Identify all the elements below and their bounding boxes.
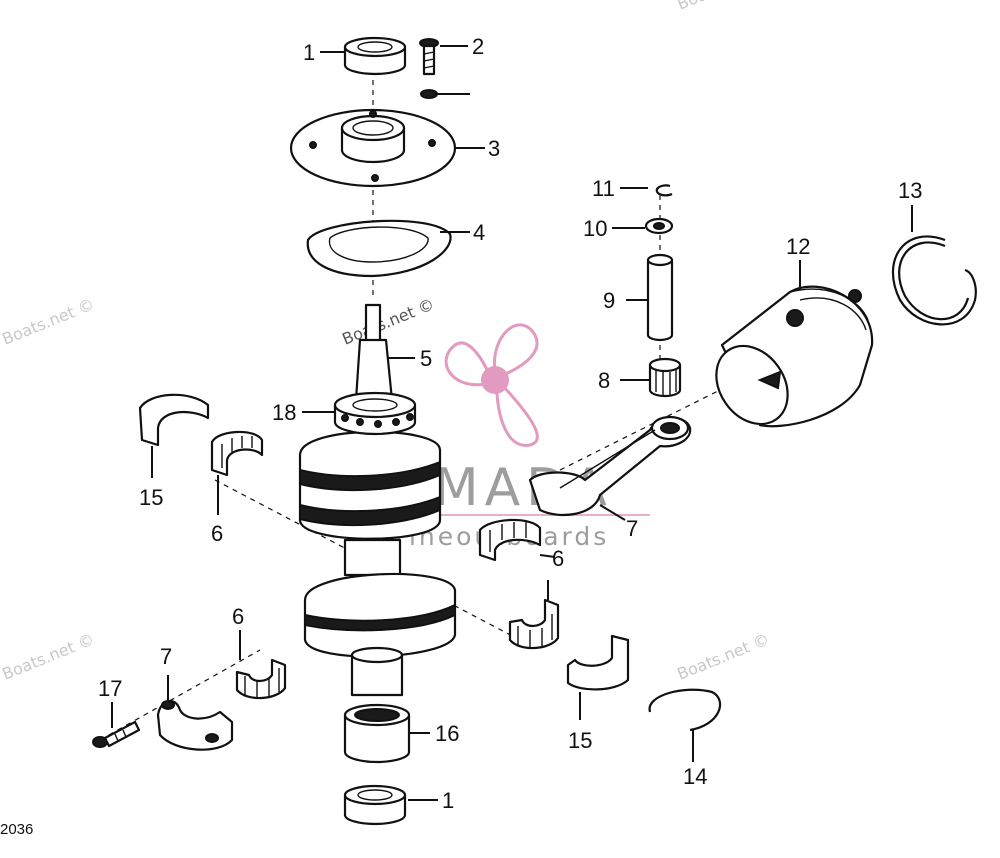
leader-lines (111, 45, 913, 801)
callout-16: 16 (435, 721, 459, 746)
part-piston-ring (891, 235, 977, 326)
callout-6-lower: 6 (232, 604, 244, 629)
callout-12: 12 (786, 234, 810, 259)
part-ball-bearing (333, 391, 417, 436)
part-roller-bearing (343, 703, 411, 764)
callout-15-left: 15 (139, 485, 163, 510)
callout-9: 9 (603, 288, 615, 313)
part-retaining-clip (655, 184, 673, 197)
callout-1-bottom: 1 (442, 788, 454, 813)
figure-number: 2036 (0, 821, 33, 838)
callout-labels: 1 2 3 4 5 18 15 6 11 10 9 8 13 12 7 6 6 … (98, 34, 922, 813)
callout-13: 13 (898, 178, 922, 203)
watermark-site-4: Boats.net © (674, 0, 772, 14)
part-wrist-pin (646, 253, 674, 342)
callout-5: 5 (420, 346, 432, 371)
part-oil-seal-bottom (343, 784, 407, 826)
part-bearing-shell-right (566, 634, 630, 691)
callout-7-rod: 7 (626, 516, 638, 541)
callout-10: 10 (583, 216, 607, 241)
callout-18: 18 (272, 400, 296, 425)
part-piston (715, 285, 874, 428)
callout-6-left: 6 (211, 521, 223, 546)
part-needle-bearing-right (508, 598, 560, 650)
callout-14: 14 (683, 764, 707, 789)
part-cap-screw (92, 720, 141, 748)
part-needle-bearing-small (648, 357, 682, 398)
callout-1-top: 1 (303, 40, 315, 65)
callout-17: 17 (98, 676, 122, 701)
watermark-site-5: Boats.net © (339, 295, 437, 349)
part-connecting-rod (528, 415, 692, 517)
part-crankshaft (298, 303, 457, 697)
part-rod-cap (156, 699, 234, 751)
part-bearing-plate (289, 108, 457, 188)
part-thrust-washer (644, 217, 674, 235)
part-screw (419, 38, 439, 99)
callout-6-middle: 6 (552, 546, 564, 571)
part-oil-seal-top (343, 36, 407, 76)
part-retaining-ring (648, 688, 722, 732)
callout-8: 8 (598, 368, 610, 393)
part-bearing-shell-left (138, 393, 210, 447)
callout-11: 11 (592, 176, 615, 201)
callout-2: 2 (472, 34, 484, 59)
watermark-site-1: Boats.net © (0, 295, 97, 349)
callout-15-right: 15 (568, 728, 592, 753)
part-needle-bearing-lower-left (235, 658, 287, 700)
watermark-site-2: Boats.net © (0, 630, 97, 684)
callout-7-cap: 7 (160, 644, 172, 669)
propeller-logo-icon (444, 323, 539, 447)
part-gasket (306, 219, 452, 278)
callout-4: 4 (473, 220, 485, 245)
part-needle-bearing-left (210, 430, 264, 477)
callout-3: 3 (488, 136, 500, 161)
watermark-site-3: Boats.net © (674, 630, 772, 684)
part-needle-bearing-middle (478, 518, 542, 562)
